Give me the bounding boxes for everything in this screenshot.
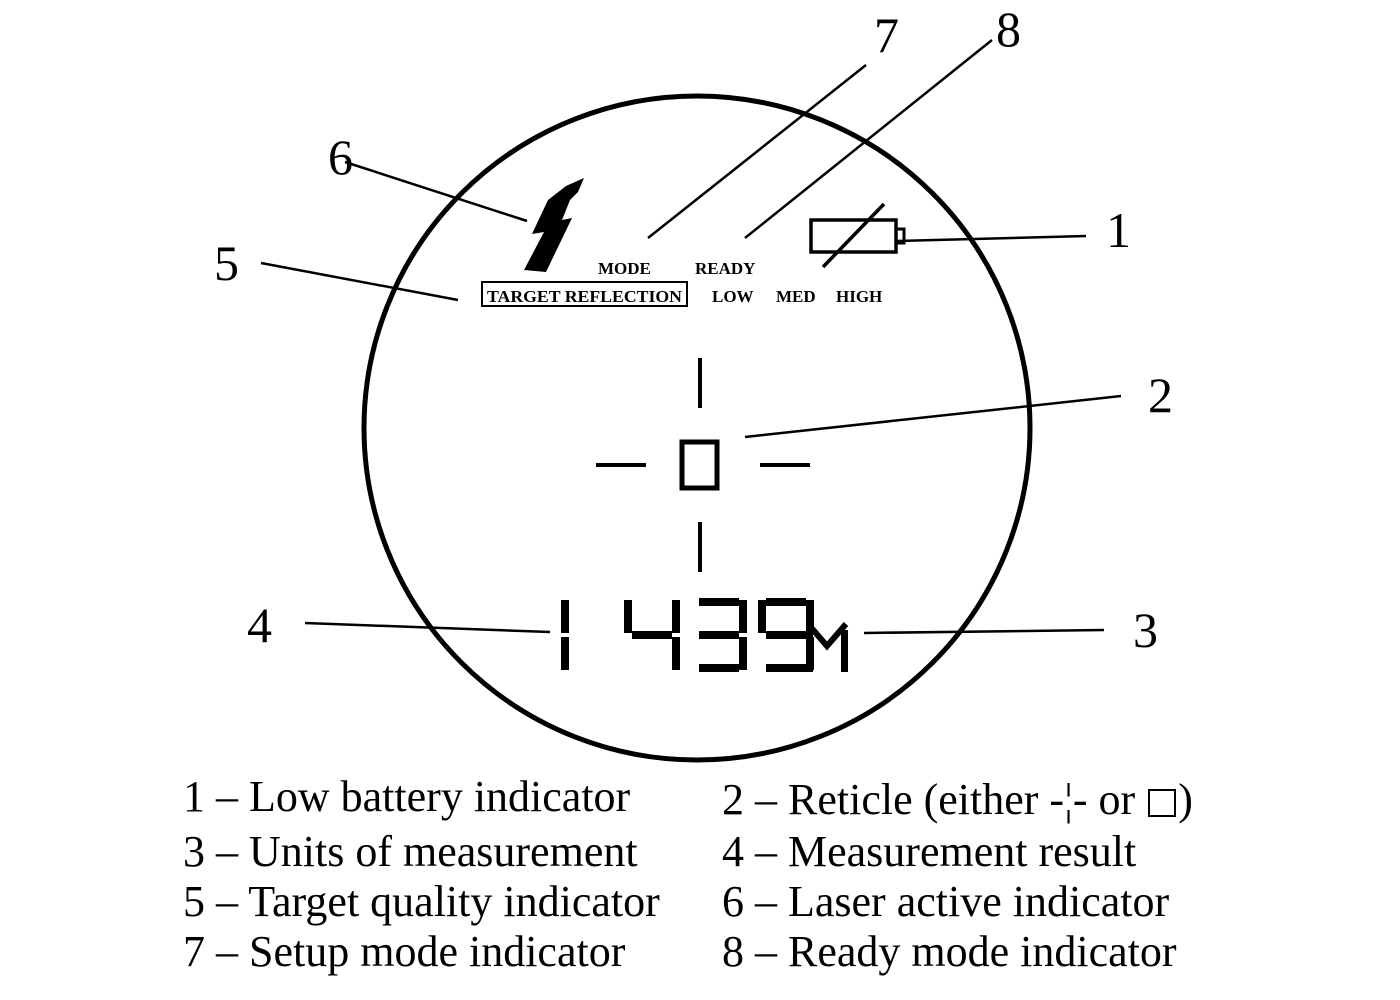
legend-item-7: 7 – Setup mode indicator (183, 927, 626, 976)
callout-3: 3 (1133, 602, 1158, 658)
digit-segment (699, 598, 739, 606)
mode-label: MODE (598, 259, 651, 278)
digit-segment (739, 600, 747, 633)
ready-label: READY (695, 259, 755, 278)
leader-2 (744, 394, 1122, 439)
callout-8: 8 (996, 1, 1021, 57)
target-reflection-indicator: TARGET REFLECTION (481, 281, 688, 307)
callout-4: 4 (247, 597, 272, 653)
level-med-label: MED (776, 287, 816, 306)
leader-3 (863, 628, 1105, 635)
leader-8 (744, 39, 993, 239)
reticle-box (679, 439, 720, 491)
digit-segment (766, 598, 806, 606)
callout-5: 5 (214, 235, 239, 291)
digit-segment (766, 664, 806, 672)
digit-segment (766, 631, 806, 639)
digit-segment (561, 637, 569, 670)
level-high-label: HIGH (836, 287, 882, 306)
leader-7 (647, 64, 867, 239)
level-low-label: LOW (712, 287, 754, 306)
legend-item-3: 3 – Units of measurement (183, 827, 638, 876)
digit-segment (672, 637, 680, 670)
unit-segment (806, 630, 813, 672)
digit-segment (561, 600, 569, 633)
unit-m: M (805, 622, 849, 672)
callout-6: 6 (328, 129, 353, 185)
legend-item-1: 1 – Low battery indicator (183, 772, 631, 821)
legend: 1 – Low battery indicator 2 – Reticle (e… (0, 770, 1400, 1000)
callout-7: 7 (874, 7, 899, 63)
legend-item-4: 4 – Measurement result (722, 827, 1137, 876)
digit-segment (739, 637, 747, 670)
digit-segment (806, 600, 814, 633)
legend-item-2: 2 – Reticle (either -¦- or ) (722, 775, 1193, 824)
unit-segment (841, 630, 848, 672)
reticle (596, 358, 810, 572)
digit-segment (699, 664, 739, 672)
leader-5 (260, 261, 459, 302)
lightning-icon (524, 178, 584, 272)
target-reflection-label: TARGET REFLECTION (487, 287, 683, 306)
legend-item-8: 8 – Ready mode indicator (722, 927, 1177, 976)
legend-item-5: 5 – Target quality indicator (183, 877, 660, 926)
digit-segment (632, 631, 672, 639)
digit-segment (672, 600, 680, 633)
measurement-result (561, 598, 814, 672)
callout-2: 2 (1148, 367, 1173, 423)
low-battery-icon (809, 202, 906, 269)
reticle-cross-glyph: -¦- (1049, 775, 1088, 824)
unit-segment (805, 622, 849, 651)
leader-1 (896, 234, 1087, 243)
leader-6 (344, 160, 528, 223)
digit-segment (758, 600, 766, 633)
reticle-box-glyph (1148, 789, 1177, 817)
digit-segment (624, 600, 632, 633)
legend-item-6: 6 – Laser active indicator (722, 877, 1170, 926)
viewfinder-circle (361, 93, 1033, 763)
callout-1: 1 (1106, 202, 1131, 258)
digit-segment (699, 631, 739, 639)
leader-4 (304, 621, 551, 634)
